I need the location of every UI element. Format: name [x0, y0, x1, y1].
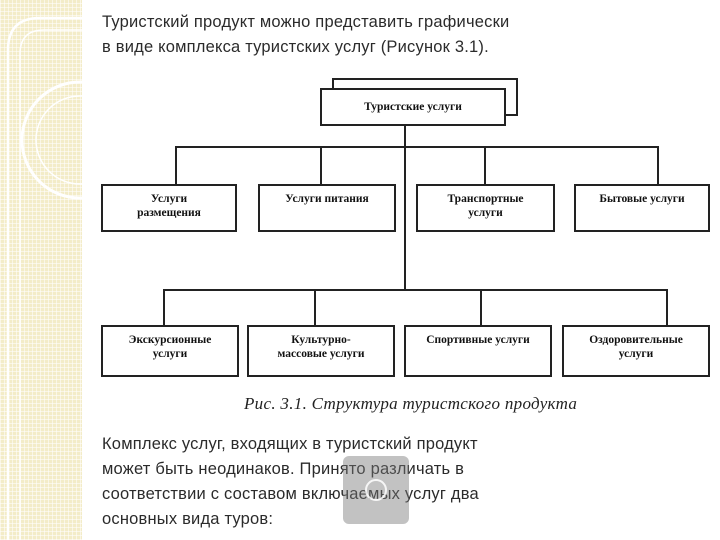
service-box: Культурно-массовые услуги [247, 325, 395, 377]
figure-caption: Рис. 3.1. Структура туристского продукта [244, 394, 578, 413]
intro-line: Туристский продукт можно представить гра… [102, 13, 510, 31]
service-box: Спортивные услуги [404, 325, 552, 377]
box-label: Бытовые услуги [599, 193, 685, 205]
box-label: Оздоровительные [589, 334, 683, 346]
connector-line [480, 289, 482, 327]
box-label: Услуги [150, 193, 188, 205]
viewer-overlay-button[interactable] [343, 456, 409, 524]
body-paragraph: Комплекс услуг, входящих в туристский пр… [102, 432, 602, 532]
box-label: услуги [468, 207, 503, 219]
body-line: основных вида туров: [102, 510, 274, 528]
intro-paragraph: Туристский продукт можно представить гра… [102, 10, 602, 60]
service-box: Экскурсионные услуги [101, 325, 239, 377]
connector-line [320, 146, 322, 186]
box-label: размещения [137, 207, 201, 219]
row2-bus-line [163, 289, 668, 291]
connector-line [666, 289, 668, 327]
service-box: Транспортные услуги [416, 184, 555, 232]
box-label: Транспортные [447, 193, 524, 205]
intro-line: в виде комплекса туристских услуг (Рисун… [102, 38, 489, 56]
box-label: услуги [152, 348, 188, 360]
root-box: Туристские услуги [320, 88, 506, 126]
box-label: Услуги питания [285, 193, 369, 205]
box-label: Культурно- [291, 334, 351, 346]
box-label: массовые услуги [277, 348, 365, 360]
decorative-side-strip [0, 0, 82, 540]
circle-icon [365, 479, 387, 501]
connector-line [163, 289, 165, 327]
service-box: Оздоровительные услуги [562, 325, 710, 377]
connector-line [657, 146, 659, 186]
box-label: Спортивные услуги [426, 334, 530, 346]
row1-bus-line [175, 146, 659, 148]
box-label: Экскурсионные [128, 334, 212, 346]
box-label: услуги [618, 348, 654, 360]
connector-line [484, 146, 486, 186]
body-line: Комплекс услуг, входящих в туристский пр… [102, 435, 478, 453]
connector-line [314, 289, 316, 327]
trunk-line [404, 126, 406, 291]
connector-line [175, 146, 177, 186]
service-box: Услуги размещения [101, 184, 237, 232]
root-label: Туристские услуги [364, 101, 462, 113]
service-box: Бытовые услуги [574, 184, 710, 232]
service-box: Услуги питания [258, 184, 396, 232]
body-line: может быть неодинаков. Принято различать… [102, 460, 465, 478]
